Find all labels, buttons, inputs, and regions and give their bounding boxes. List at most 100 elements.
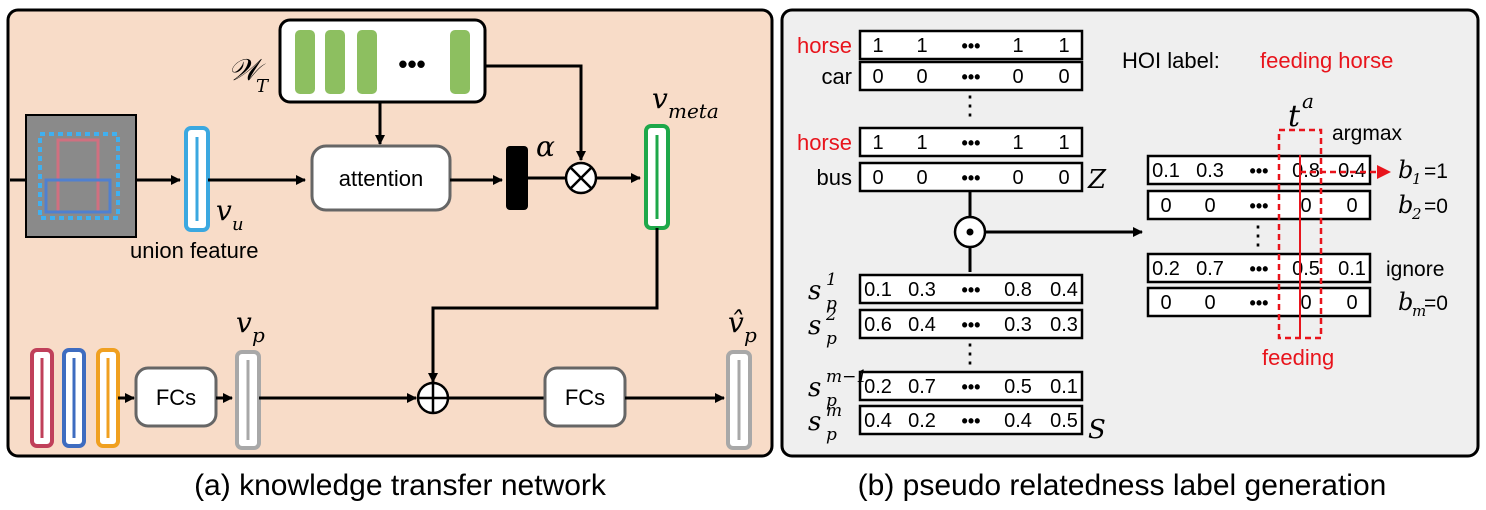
s-row-superscript: 1 <box>826 270 837 290</box>
vmeta-label: v <box>652 82 668 115</box>
attention-label: attention <box>339 166 423 191</box>
z-row-box <box>858 60 1084 92</box>
z-row-box <box>858 126 1084 158</box>
s-row-cell: 0.3 <box>908 279 936 301</box>
odot-center <box>966 228 974 236</box>
hoi-label-prefix: HOI label: <box>1122 48 1220 73</box>
s-row-label: s <box>808 373 821 403</box>
output-row-cell: ••• <box>1250 259 1269 279</box>
z-row-cell: 0 <box>1012 167 1023 189</box>
z-row-cell: 0 <box>1058 66 1069 88</box>
s-row-cell: ••• <box>962 377 981 397</box>
z-row-cell: 1 <box>872 35 883 57</box>
vu-subscript: u <box>232 214 244 235</box>
output-row-cell: 0.1 <box>1338 258 1366 280</box>
alpha-vector <box>506 146 528 210</box>
output-row-cell: 0.2 <box>1152 258 1180 280</box>
vphat-label: v̂ <box>728 306 744 339</box>
z-row-cell: 0 <box>916 66 927 88</box>
output-vdots: ⋮ <box>1245 220 1271 250</box>
s-row-cell: 0.1 <box>864 279 892 301</box>
s-row-cell: 0.3 <box>1004 314 1032 336</box>
z-row-label: horse <box>797 33 852 58</box>
s-row-cell: 0.4 <box>908 314 936 336</box>
b-value: =0 <box>1424 195 1448 218</box>
b-subscript: 2 <box>1411 205 1422 223</box>
s-row-cell: 0.2 <box>864 376 892 398</box>
b-label: b <box>1398 191 1413 219</box>
s-row-box <box>858 273 1084 305</box>
attention-box <box>310 144 452 212</box>
s-row-subscript: p <box>826 294 837 314</box>
s-row-cell: 0.8 <box>1004 279 1032 301</box>
vu-label: v <box>216 194 232 227</box>
b-label: b <box>1398 156 1413 184</box>
output-row-cell: 0 <box>1346 292 1357 314</box>
s-row-cell: 0.5 <box>1050 410 1078 432</box>
s-row-cell: 0.4 <box>864 410 892 432</box>
z-row-cell: ••• <box>962 133 981 153</box>
s-row-cell: 0.7 <box>908 376 936 398</box>
weight-bar-4 <box>450 30 470 94</box>
s-row-cell: ••• <box>962 280 981 300</box>
z-row-cell: ••• <box>962 67 981 87</box>
output-row-cell: 0 <box>1204 195 1215 217</box>
b-value: =1 <box>1424 160 1448 183</box>
s-row-label: s <box>808 276 821 306</box>
vphat-subscript: p <box>744 323 757 347</box>
output-row-cell: 0 <box>1160 292 1171 314</box>
z-row-cell: 0 <box>872 66 883 88</box>
b-subscript: 1 <box>1412 170 1422 188</box>
vp-subscript: p <box>252 323 265 347</box>
z-vdots: ⋮ <box>957 90 983 120</box>
z-row-cell: 0 <box>872 167 883 189</box>
output-row-box <box>1146 154 1372 186</box>
s-vdots: ⋮ <box>957 338 983 368</box>
weight-bar-3 <box>357 30 377 94</box>
s-row-cell: 0.2 <box>908 410 936 432</box>
feeding-label: feeding <box>1262 345 1334 370</box>
output-row-cell: 0.5 <box>1292 258 1320 280</box>
weight-bar-1 <box>295 30 315 94</box>
z-row-cell: ••• <box>962 36 981 56</box>
z-row-label: car <box>821 64 852 89</box>
s-row-cell: 0.4 <box>1050 279 1078 301</box>
s-row-cell: ••• <box>962 411 981 431</box>
b-value: =0 <box>1424 292 1448 315</box>
output-row-box <box>1146 252 1372 284</box>
z-row-cell: 1 <box>872 132 883 154</box>
output-row-cell: 0 <box>1204 292 1215 314</box>
s-row-superscript: m−1 <box>826 367 867 387</box>
z-row-cell: 1 <box>916 132 927 154</box>
w-t-subscript: T <box>256 76 270 97</box>
z-row-cell: 1 <box>1012 35 1023 57</box>
output-row-cell: ••• <box>1250 161 1269 181</box>
s-row-superscript: m <box>826 401 842 421</box>
z-row-label: bus <box>817 165 852 190</box>
fcs-2-label: FCs <box>565 385 605 410</box>
s-row-superscript: 2 <box>825 305 837 325</box>
z-row-cell: 0 <box>916 167 927 189</box>
panel-a-caption: (a) knowledge transfer network <box>194 469 607 502</box>
s-row-cell: 0.5 <box>1004 376 1032 398</box>
weight-bar-2 <box>325 30 345 94</box>
output-row-cell: ••• <box>1250 196 1269 216</box>
ignore-label: ignore <box>1386 258 1444 281</box>
z-row-cell: 0 <box>1012 66 1023 88</box>
alpha-label: α <box>536 130 555 163</box>
s-row-box <box>858 308 1084 340</box>
s-row-cell: 0.1 <box>1050 376 1078 398</box>
output-row-cell: 0.7 <box>1196 258 1224 280</box>
s-matrix-label: S <box>1088 415 1106 445</box>
fcs-1-label: FCs <box>156 385 196 410</box>
s-row-cell: 0.3 <box>1050 314 1078 336</box>
output-row-cell: 0.1 <box>1152 160 1180 182</box>
z-row-box <box>858 29 1084 61</box>
line-wt-to-otimes <box>485 64 586 161</box>
z-row-cell: ••• <box>962 168 981 188</box>
otimes-cross-2 <box>569 166 593 190</box>
s-row-box <box>858 370 1084 402</box>
